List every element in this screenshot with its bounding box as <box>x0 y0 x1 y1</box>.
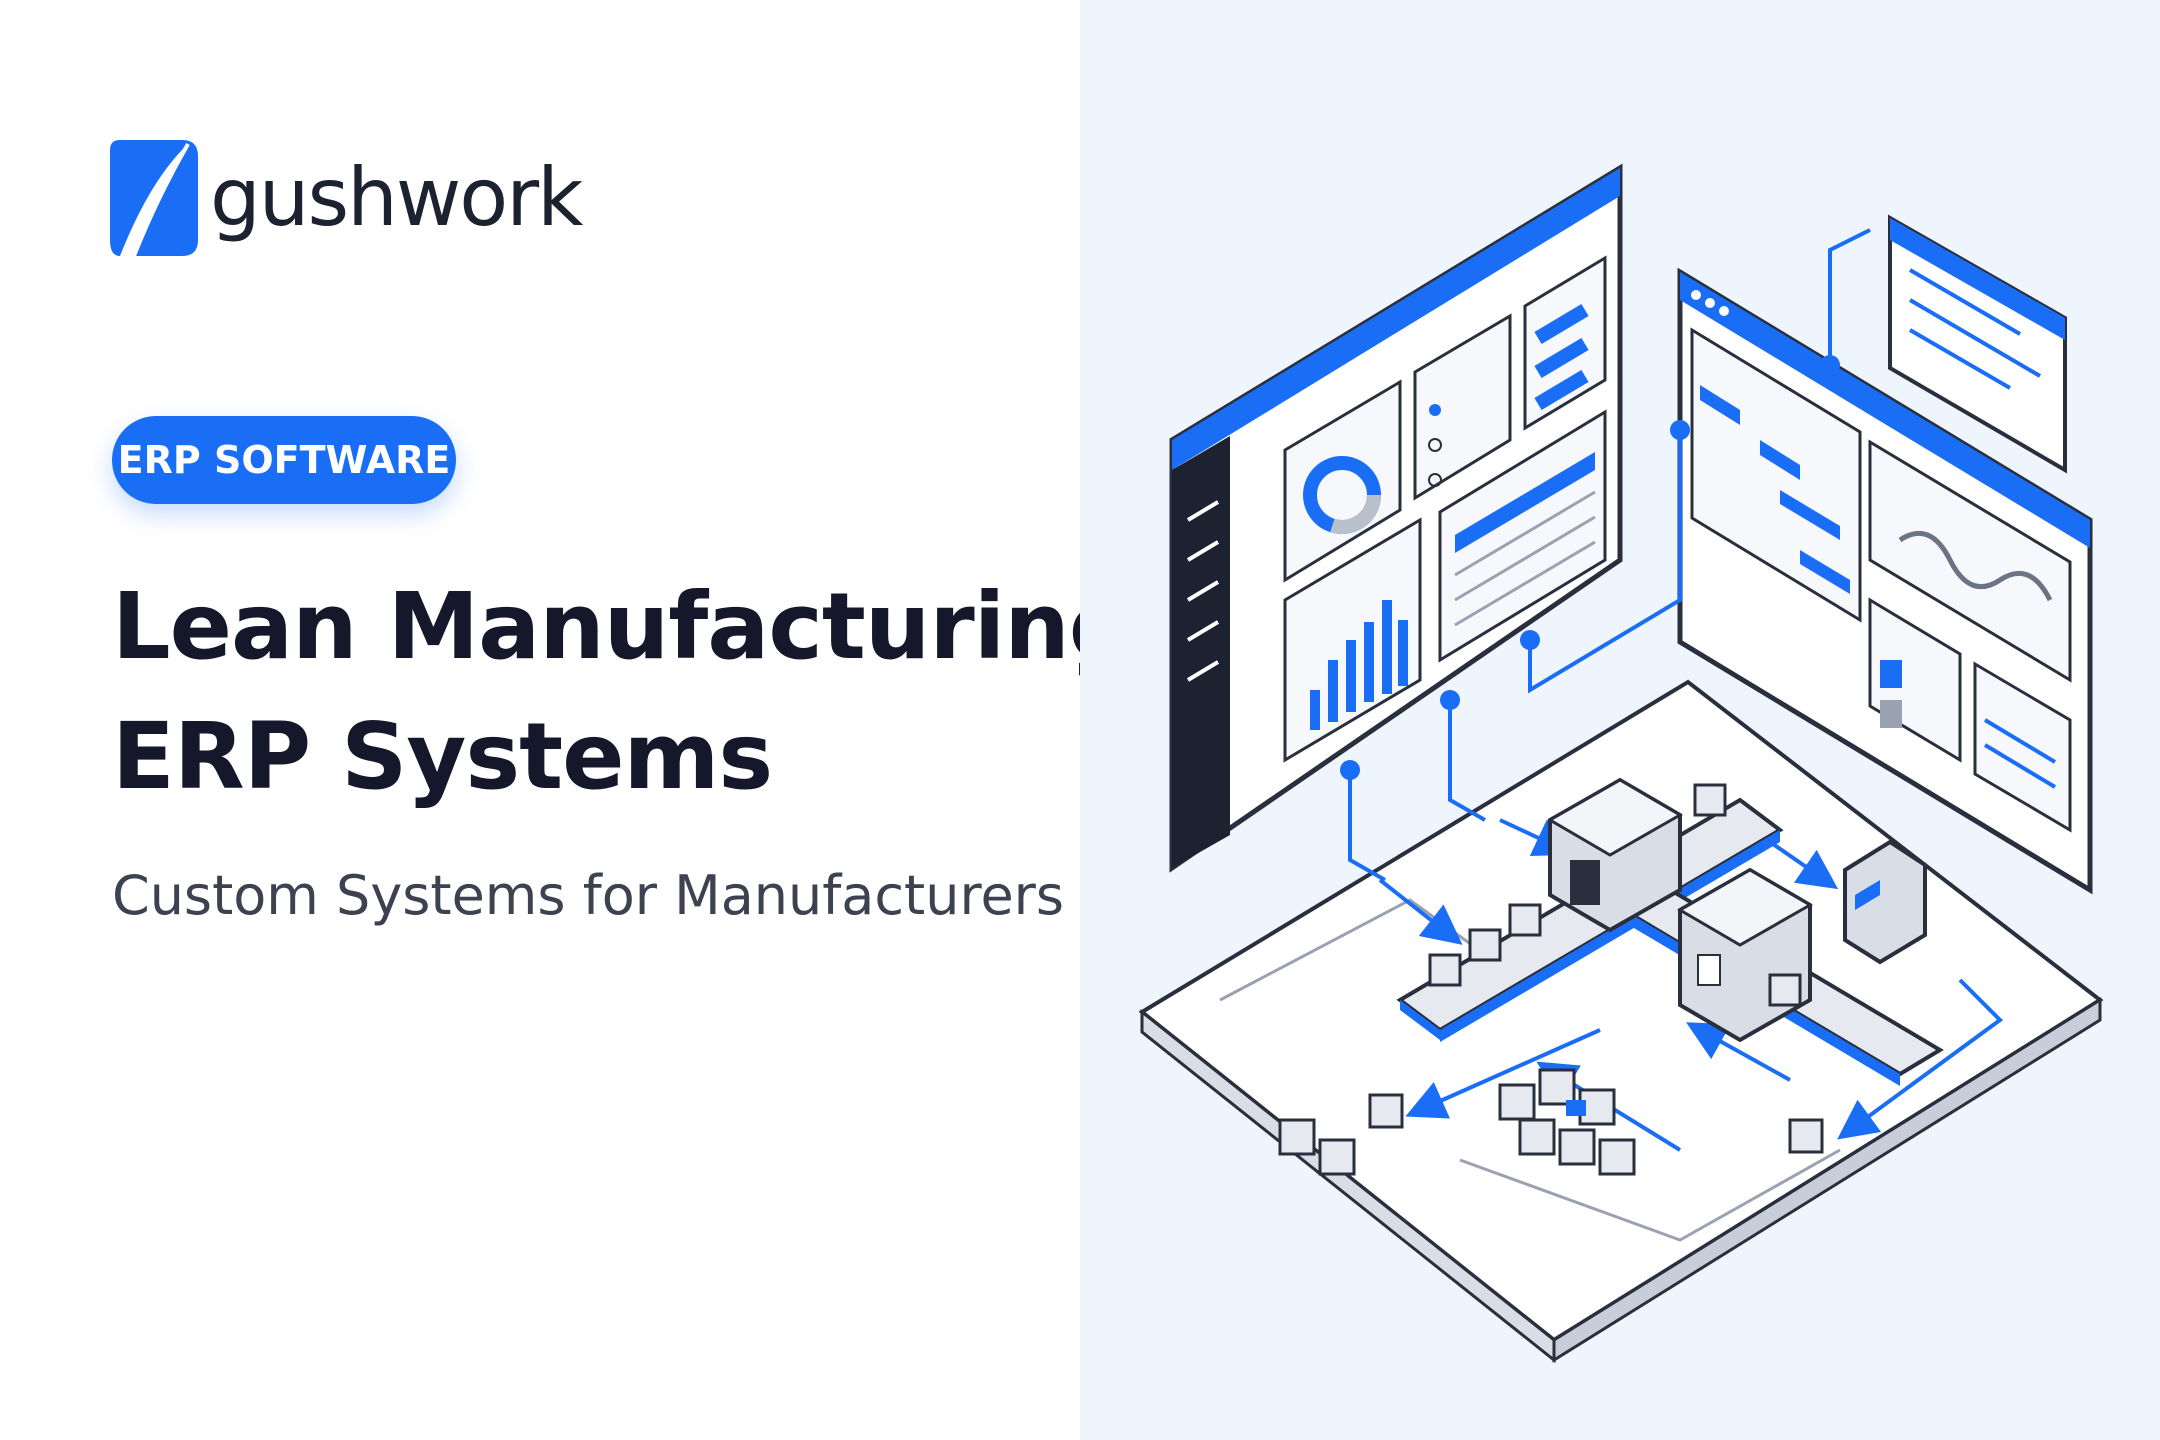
gushwork-logo-icon <box>110 140 198 256</box>
page-subtitle: Custom Systems for Manufacturers <box>112 864 1065 927</box>
brand-logo[interactable]: gushwork <box>110 138 583 258</box>
left-panel: gushwork ERP SOFTWARE Lean Manufacturing… <box>110 138 1135 927</box>
page-title: Lean Manufacturing ERP Systems <box>112 562 1135 822</box>
dashboard-screen <box>1169 163 1623 873</box>
brand-wordmark: gushwork <box>210 151 583 244</box>
title-line-1: Lean Manufacturing <box>112 573 1135 680</box>
illustration-panel <box>1080 0 2160 1440</box>
connection-nodes <box>1340 355 1840 780</box>
floating-panel <box>1888 214 2067 474</box>
title-line-2: ERP Systems <box>112 703 773 810</box>
factory-floor <box>1138 679 2104 1364</box>
highlighted-box <box>1566 1100 1586 1116</box>
boxes <box>1278 783 1824 1176</box>
category-badge[interactable]: ERP SOFTWARE <box>112 416 456 504</box>
factory-dashboard-illustration <box>1138 163 2104 1364</box>
